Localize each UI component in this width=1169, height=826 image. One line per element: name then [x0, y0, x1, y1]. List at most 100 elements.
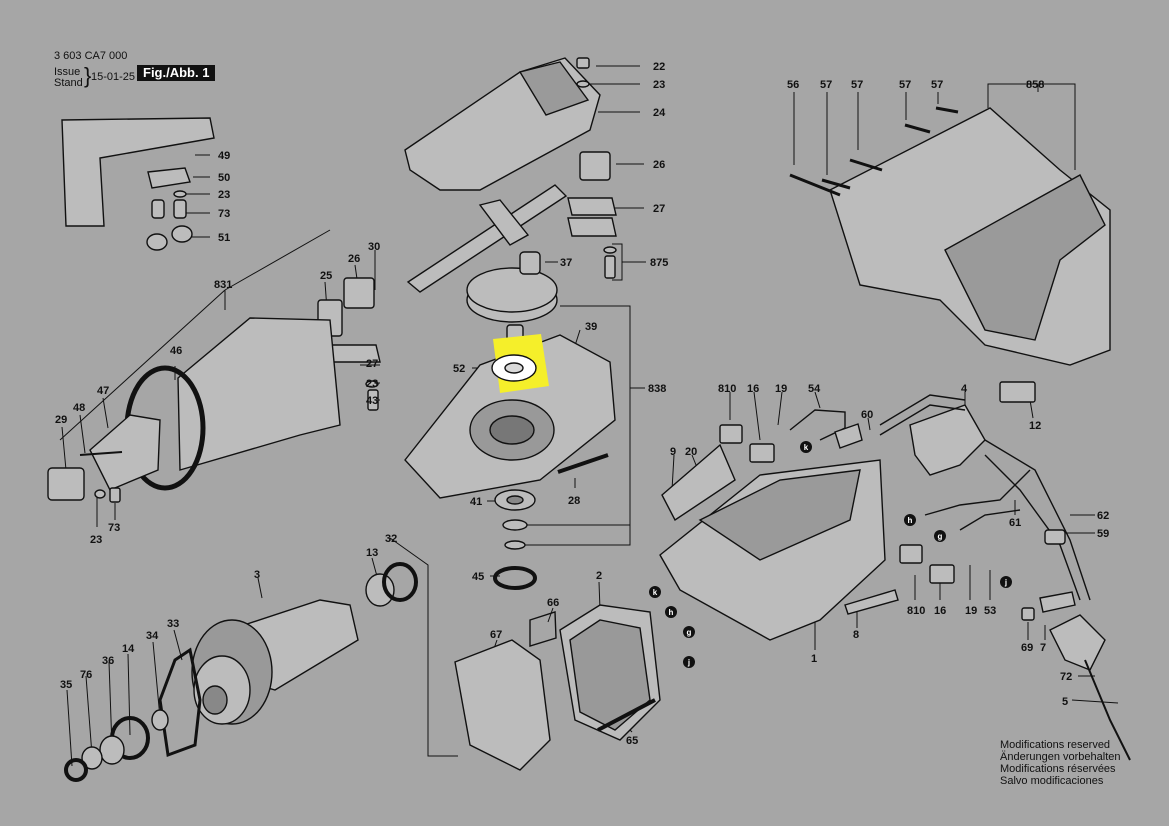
label-858: 858 — [1026, 79, 1044, 91]
label-52: 52 — [453, 363, 465, 375]
notice-line: Modifications reserved — [1000, 739, 1111, 751]
marker-j1: j — [687, 658, 690, 667]
label-2: 2 — [596, 570, 602, 582]
marker-k1: k — [653, 588, 658, 597]
part-labels: 22 23 24 49 50 23 73 51 26 27 30 26 25 3… — [55, 61, 1109, 747]
label-65: 65 — [626, 735, 638, 747]
label-16: 16 — [934, 605, 946, 617]
doc-code: 3 603 CA7 000 — [54, 50, 128, 62]
marker-k2: k — [804, 443, 809, 452]
label-23: 23 — [366, 378, 378, 390]
label-37: 37 — [560, 257, 572, 269]
label-66: 66 — [547, 597, 559, 609]
part-4-switch — [909, 404, 986, 476]
label-72: 72 — [1060, 671, 1072, 683]
figure-label: Fig./Abb. 1 — [137, 65, 216, 81]
marker-j2: j — [1004, 578, 1007, 587]
label-19: 19 — [775, 383, 787, 395]
marker-g2: g — [938, 532, 943, 541]
label-25: 25 — [320, 270, 332, 282]
label-8: 8 — [853, 629, 859, 641]
label-61: 61 — [1009, 517, 1021, 529]
label-36: 36 — [102, 655, 114, 667]
label-49: 49 — [218, 150, 230, 162]
label-67: 67 — [490, 629, 502, 641]
part-67-baffle — [454, 639, 551, 771]
stand-label: Stand — [54, 77, 83, 89]
label-57: 57 — [851, 79, 863, 91]
label-69: 69 — [1021, 642, 1033, 654]
label-14: 14 — [122, 643, 135, 655]
marker-g1: g — [687, 628, 692, 637]
label-1: 1 — [811, 653, 817, 665]
label-27: 27 — [366, 358, 378, 370]
issue-date: 15-01-25 — [91, 71, 136, 83]
label-41: 41 — [470, 496, 482, 508]
brace-glyph: } — [84, 63, 92, 88]
label-13: 13 — [366, 547, 378, 559]
label-16: 16 — [747, 383, 759, 395]
label-831: 831 — [214, 279, 232, 291]
parts-artwork — [47, 57, 1131, 782]
label-62: 62 — [1097, 510, 1109, 522]
part-49-bracket — [61, 117, 215, 227]
label-56: 56 — [787, 79, 799, 91]
notice-line: Änderungen vorbehalten — [1000, 751, 1121, 763]
modifications-notice: Modifications reserved Änderungen vorbeh… — [1000, 739, 1120, 787]
connector-markers: k h g j k h g j — [649, 441, 1012, 668]
label-60: 60 — [861, 409, 873, 421]
label-26: 26 — [653, 159, 665, 171]
label-57: 57 — [820, 79, 832, 91]
label-73: 73 — [218, 208, 230, 220]
label-24: 24 — [653, 107, 666, 119]
issue-label: Issue — [54, 66, 81, 78]
label-20: 20 — [685, 446, 697, 458]
label-33: 33 — [167, 618, 179, 630]
label-48: 48 — [73, 402, 85, 414]
label-34: 34 — [146, 630, 159, 642]
label-19: 19 — [965, 605, 977, 617]
part-29-clamp — [47, 467, 85, 501]
label-3: 3 — [254, 569, 260, 581]
label-39: 39 — [585, 321, 597, 333]
label-43: 43 — [366, 395, 378, 407]
label-7: 7 — [1040, 642, 1046, 654]
label-28: 28 — [568, 495, 580, 507]
label-23: 23 — [90, 534, 102, 546]
label-27: 27 — [653, 203, 665, 215]
label-51: 51 — [218, 232, 230, 244]
label-9: 9 — [670, 446, 676, 458]
part-26-block — [579, 151, 611, 181]
label-76: 76 — [80, 669, 92, 681]
label-30: 30 — [368, 241, 380, 253]
label-23: 23 — [653, 79, 665, 91]
label-46: 46 — [170, 345, 182, 357]
label-59: 59 — [1097, 528, 1109, 540]
label-73: 73 — [108, 522, 120, 534]
label-35: 35 — [60, 679, 72, 691]
part-831-boot — [177, 317, 341, 471]
label-26: 26 — [348, 253, 360, 265]
label-47: 47 — [97, 385, 109, 397]
label-53: 53 — [984, 605, 996, 617]
label-45: 45 — [472, 571, 484, 583]
label-838: 838 — [648, 383, 666, 395]
label-54: 54 — [808, 383, 821, 395]
label-12: 12 — [1029, 420, 1041, 432]
label-57: 57 — [899, 79, 911, 91]
label-23: 23 — [218, 189, 230, 201]
notice-line: Salvo modificaciones — [1000, 775, 1104, 787]
label-4: 4 — [961, 383, 968, 395]
label-810: 810 — [718, 383, 736, 395]
marker-h2: h — [908, 516, 913, 525]
notice-line: Modifications réservées — [1000, 763, 1116, 775]
label-22: 22 — [653, 61, 665, 73]
label-875: 875 — [650, 257, 668, 269]
label-50: 50 — [218, 172, 230, 184]
marker-h1: h — [669, 608, 674, 617]
label-57: 57 — [931, 79, 943, 91]
label-32: 32 — [385, 533, 397, 545]
label-810: 810 — [907, 605, 925, 617]
label-5: 5 — [1062, 696, 1068, 708]
